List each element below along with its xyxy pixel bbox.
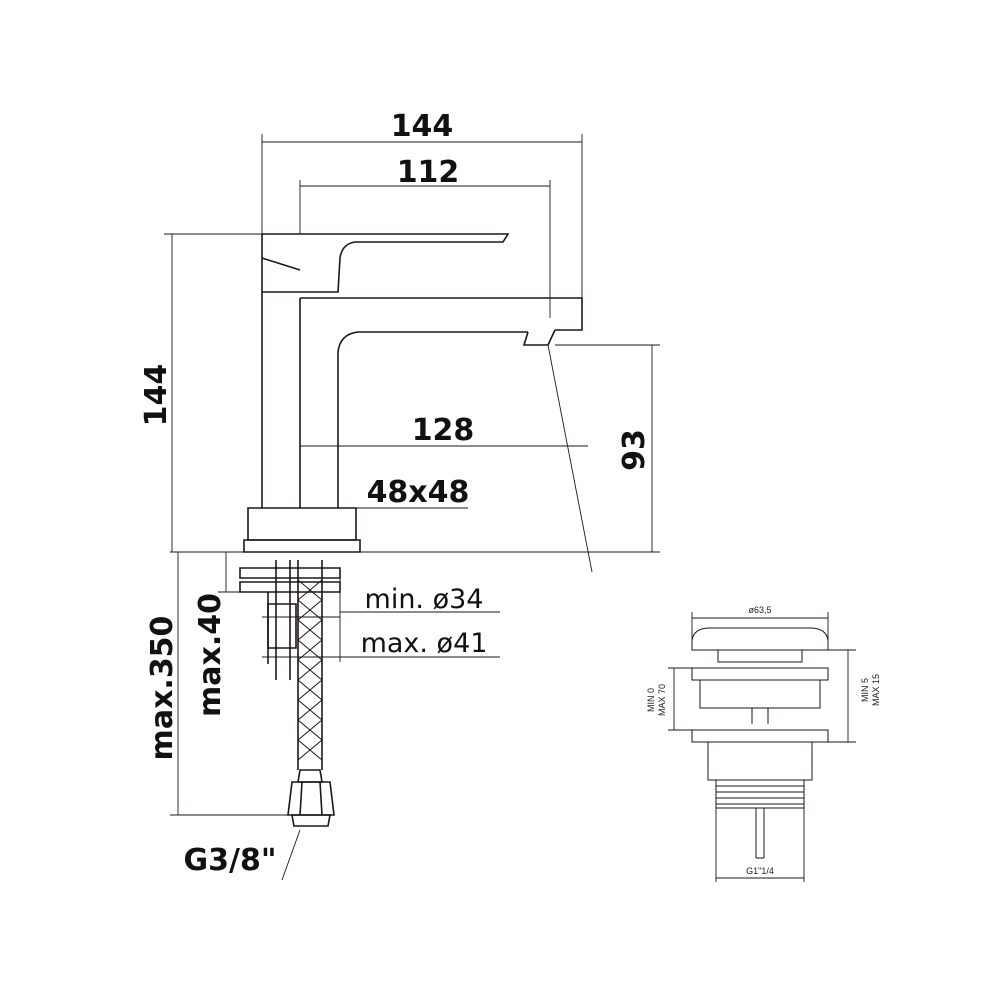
faucet-body — [243, 233, 583, 553]
label-base: 48x48 — [367, 475, 470, 510]
dimension-lines — [164, 134, 660, 881]
label-height: 144 — [139, 364, 174, 427]
label-hole-min: min. ø34 — [365, 584, 484, 615]
label-reach: 128 — [412, 413, 475, 448]
label-spout-length: 112 — [397, 155, 460, 190]
label-max-hose: max.350 — [145, 616, 180, 761]
label-waste-min-left: MIN 0 — [646, 688, 656, 712]
label-waste-min-right: MIN 5 — [860, 678, 870, 702]
waste-drawing — [668, 612, 856, 882]
label-waste-diameter: ø63,5 — [748, 605, 771, 615]
label-waste-max-right: MAX 15 — [871, 674, 881, 706]
label-max-deck: max.40 — [193, 593, 228, 717]
waste-labels: ø63,5 MIN 0 MAX 70 MIN 5 MAX 15 G1"1/4 — [646, 605, 881, 876]
label-spout-height: 93 — [617, 429, 652, 471]
label-waste-max-left: MAX 70 — [657, 684, 667, 716]
label-waste-thread: G1"1/4 — [746, 866, 774, 876]
label-connection: G3/8" — [184, 843, 277, 878]
label-hole-max: max. ø41 — [361, 628, 488, 659]
dimension-labels: 144 112 144 128 93 48x48 max.40 max.350 … — [139, 109, 652, 878]
label-top-width: 144 — [391, 109, 454, 144]
